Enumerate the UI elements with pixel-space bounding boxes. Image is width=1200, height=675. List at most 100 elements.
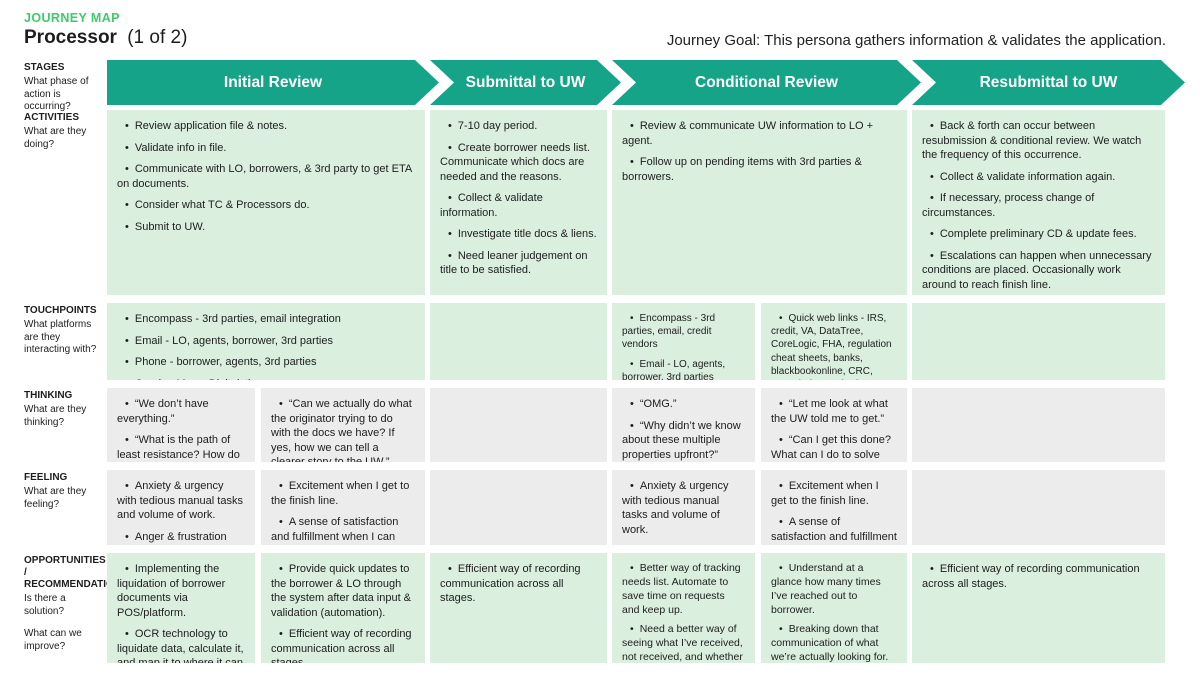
bullet-item: •“We don’t have everything.” <box>117 398 209 425</box>
cell-activities-conditional: •Review & communicate UW information to … <box>612 110 907 295</box>
touchpoints-row: TOUCHPOINTS What platforms are they inte… <box>24 303 1185 380</box>
bullet-item: •Efficient way of recording communicatio… <box>922 563 1140 590</box>
stages-row-label-desc: What phase of action is occurring? <box>24 76 89 112</box>
journey-map-eyebrow: JOURNEY MAP <box>24 11 120 25</box>
bullet-item: •Need leaner judgement on title to be sa… <box>440 249 588 277</box>
cell-opportunities-initial-left: •Implementing the liquidation of borrowe… <box>107 553 255 663</box>
bullet-icon: • <box>125 563 129 575</box>
bullet-item: •Anger & frustration with team miscommun… <box>125 530 227 543</box>
bullet-icon: • <box>930 170 934 183</box>
bullet-item: •If necessary, process change of circums… <box>922 192 1095 219</box>
bullet-icon: • <box>630 358 634 370</box>
bullet-icon: • <box>125 334 129 347</box>
bullet-item: •Email - LO, agents, borrower, 3rd parti… <box>125 334 333 347</box>
bullet-icon: • <box>779 623 783 636</box>
opportunities-row-label-desc2: What can we improve? <box>24 628 82 652</box>
stages-row: STAGES What phase of action is occurring… <box>24 60 1185 112</box>
bullet-item: •Back & forth can occur between resubmis… <box>922 120 1142 162</box>
bullet-icon: • <box>630 419 634 432</box>
cell-thinking-initial-review: •“We don’t have everything.” •“What is th… <box>107 388 425 462</box>
bullet-icon: • <box>125 141 129 154</box>
bullet-item: •Anxiety & urgency with tedious manual t… <box>622 480 729 536</box>
stages-row-label-title: STAGES <box>24 62 65 73</box>
bullet-icon: • <box>448 563 452 575</box>
bullet-icon: • <box>630 156 634 169</box>
feeling-row-label-desc: What are they feeling? <box>24 486 87 510</box>
bullet-item: •7-10 day period. <box>448 120 538 132</box>
bullet-item: •“What is the path of least resistance? … <box>117 434 240 461</box>
stage-header-initial-review: Initial Review <box>107 60 439 105</box>
bullet-item: •Email - LO, agents, borrower, 3rd parti… <box>622 358 726 380</box>
cell-touchpoints-conditional: •Encompass - 3rd parties, email, credit … <box>612 303 907 380</box>
cell-activities-submittal: •7-10 day period.•Create borrower needs … <box>430 110 607 295</box>
touchpoints-row-label-desc: What platforms are they interacting with… <box>24 319 97 355</box>
activities-row: ACTIVITIES What are they doing? •Review … <box>24 110 1185 295</box>
cell-opportunities-conditional-left: •Better way of tracking needs list. Auto… <box>612 553 755 663</box>
bullet-item: •“OMG.” <box>630 398 677 410</box>
bullet-icon: • <box>630 313 634 324</box>
bullet-item: •Anxiety & urgency with tedious manual t… <box>117 480 243 522</box>
feeling-row-label: FEELING What are they feeling? <box>24 470 102 545</box>
bullet-icon: • <box>779 516 783 529</box>
bullet-icon: • <box>630 398 634 410</box>
thinking-row: THINKING What are they thinking? •“We do… <box>24 388 1185 462</box>
bullet-icon: • <box>125 480 129 492</box>
bullet-icon: • <box>125 313 129 325</box>
bullet-item: •Excitement when I get to the finish lin… <box>271 480 410 507</box>
stage-header-resubmittal-to-uw: Resubmittal to UW <box>912 60 1185 105</box>
bullet-item: •Quick web links - IRS, credit, VA, Data… <box>771 313 892 380</box>
cell-thinking-initial-right: •“Can we actually do what the originator… <box>261 388 425 462</box>
cell-opportunities-submittal: •Efficient way of recording communicatio… <box>430 553 607 663</box>
bullet-icon: • <box>930 120 934 132</box>
cell-feeling-initial-review: •Anxiety & urgency with tedious manual t… <box>107 470 425 545</box>
activities-row-label-title: ACTIVITIES <box>24 112 80 123</box>
bullet-icon: • <box>279 516 283 529</box>
cell-feeling-conditional-left: •Anxiety & urgency with tedious manual t… <box>612 470 755 545</box>
bullet-icon: • <box>630 562 634 574</box>
bullet-icon: • <box>125 163 129 176</box>
bullet-item: •Follow up on pending items with 3rd par… <box>622 156 862 183</box>
bullet-item: •“Can I get this done? What can I do to … <box>771 434 891 461</box>
cell-feeling-conditional: •Anxiety & urgency with tedious manual t… <box>612 470 907 545</box>
thinking-row-label-title: THINKING <box>24 390 73 401</box>
bullet-icon: • <box>448 141 452 154</box>
bullet-icon: • <box>930 249 934 262</box>
bullet-item: •Investigate title docs & liens. <box>448 228 597 241</box>
cell-thinking-conditional: •“OMG.” •“Why didn’t we know about these … <box>612 388 907 462</box>
bullet-item: •Collect & validate information again. <box>930 170 1116 183</box>
cell-thinking-submittal-empty <box>430 388 607 462</box>
cell-activities-initial-review: •Review application file & notes.•Valida… <box>107 110 425 295</box>
bullet-icon: • <box>630 623 634 636</box>
bullet-item: •Implementing the liquidation of borrowe… <box>117 563 226 619</box>
bullet-item: •Anger & frustration with team miscommun… <box>622 544 745 545</box>
bullet-icon: • <box>779 480 783 492</box>
activities-row-label-desc: What are they doing? <box>24 126 87 150</box>
bullet-icon: • <box>448 192 452 205</box>
bullet-icon: • <box>630 120 634 132</box>
cell-feeling-initial-right: •Excitement when I get to the finish lin… <box>261 470 425 545</box>
cell-feeling-resubmittal-empty <box>912 470 1165 545</box>
bullet-icon: • <box>125 378 135 380</box>
bullet-item: •“Why didn’t we know about these multipl… <box>622 419 741 461</box>
cell-feeling-conditional-right: •Excitement when I get to the finish lin… <box>761 470 907 545</box>
stage-header-submittal-to-uw: Submittal to UW <box>430 60 621 105</box>
bullet-icon: • <box>125 199 129 212</box>
cell-touchpoints-conditional-left: •Encompass - 3rd parties, email, credit … <box>612 303 755 380</box>
bullet-icon: • <box>448 228 452 241</box>
cell-thinking-resubmittal-empty <box>912 388 1165 462</box>
touchpoints-row-label-title: TOUCHPOINTS <box>24 305 97 316</box>
activities-row-label: ACTIVITIES What are they doing? <box>24 110 102 295</box>
opportunities-row-label-title: OPPORTUNITIES / RECOMMENDATIONS <box>24 555 128 590</box>
persona-title: Processor <box>24 27 117 48</box>
cell-opportunities-initial-review: •Implementing the liquidation of borrowe… <box>107 553 425 663</box>
cell-activities-resubmittal: •Back & forth can occur between resubmis… <box>912 110 1165 295</box>
bullet-icon: • <box>125 398 129 410</box>
bullet-item: •“Can we actually do what the originator… <box>271 398 412 462</box>
opportunities-row-label-desc1: Is there a solution? <box>24 593 66 617</box>
bullet-item: •Encompass - 3rd parties, email integrat… <box>125 313 341 325</box>
opportunities-row-label: OPPORTUNITIES / RECOMMENDATIONS Is there… <box>24 553 128 663</box>
bullet-icon: • <box>779 434 783 447</box>
bullet-item: •Candor, Moss, Digitalytics <box>117 377 415 380</box>
cell-touchpoints-resubmittal-empty <box>912 303 1165 380</box>
